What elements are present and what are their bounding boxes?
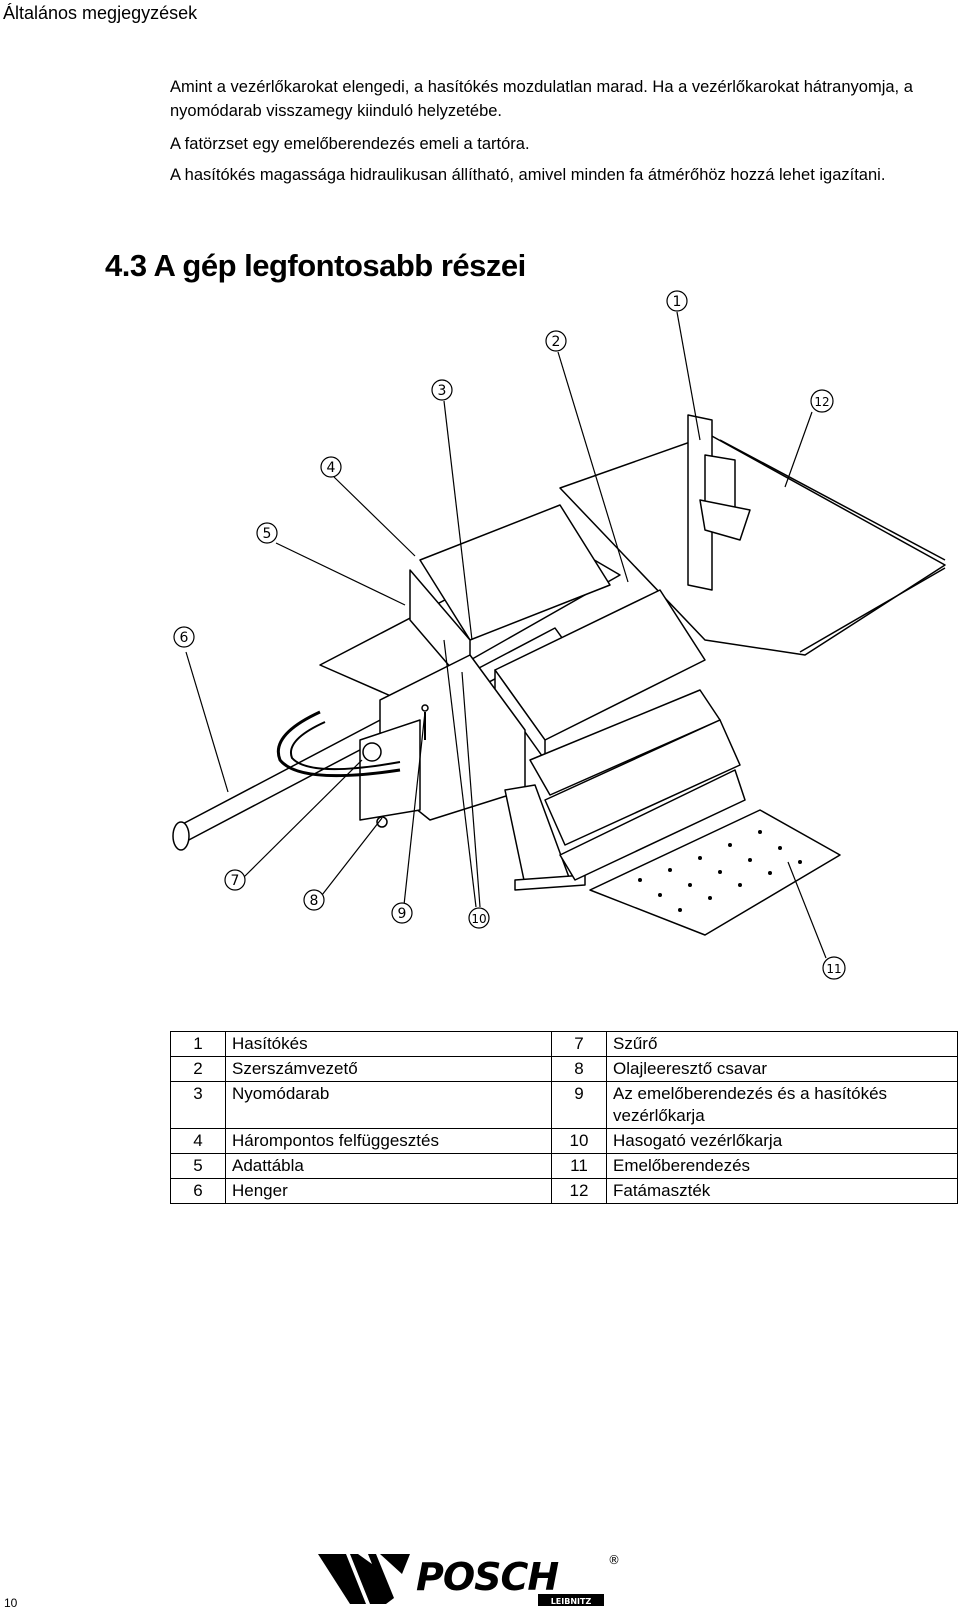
- table-row: 4 Hárompontos felfüggesztés 10 Hasogató …: [170, 1128, 958, 1154]
- leader-10a: [443, 639, 477, 908]
- leader-7: [243, 759, 363, 878]
- leader-6: [185, 651, 229, 793]
- paragraph-lifting: A fatörzset egy emelőberendezés emeli a …: [170, 135, 530, 153]
- legend-label: Emelőberendezés: [606, 1153, 958, 1179]
- legend-number: 6: [170, 1178, 226, 1204]
- callout-8: 8: [310, 893, 319, 909]
- leader-12: [784, 411, 813, 488]
- callout-circle-8: [303, 889, 325, 911]
- leader-4: [333, 476, 416, 557]
- callout-7: 7: [231, 873, 240, 889]
- leader-9: [403, 711, 426, 906]
- callout-circle-9: [391, 902, 413, 924]
- legend-label: Hárompontos felfüggesztés: [225, 1128, 552, 1154]
- legend-number: 8: [551, 1056, 607, 1082]
- page-number: 10: [4, 1596, 18, 1610]
- logo-registered-mark: ®: [608, 1553, 620, 1567]
- legend-label: Nyomódarab: [225, 1081, 552, 1129]
- table-row: 2 Szerszámvezető 8 Olajleeresztő csavar: [170, 1056, 958, 1082]
- leader-11: [787, 861, 827, 959]
- leader-2: [557, 351, 629, 583]
- page-header: Általános megjegyzések: [3, 3, 198, 23]
- legend-label: Adattábla: [225, 1153, 552, 1179]
- callout-circle-6: [173, 626, 195, 648]
- legend-label: Hasogató vezérlőkarja: [606, 1128, 958, 1154]
- callout-circle-12: [810, 389, 834, 413]
- legend-number: 12: [551, 1178, 607, 1204]
- legend-label: Olajleeresztő csavar: [606, 1056, 958, 1082]
- legend-number: 2: [170, 1056, 226, 1082]
- logo-subtext: LEIBNITZ: [551, 1597, 592, 1606]
- legend-number: 11: [551, 1153, 607, 1179]
- parts-legend-table: 1 Hasítókés 7 Szűrő 2 Szerszámvezető 8 O…: [170, 1031, 958, 1204]
- leader-5: [275, 542, 406, 606]
- callout-9: 9: [398, 906, 407, 922]
- legend-label: Szűrő: [606, 1031, 958, 1057]
- legend-number: 7: [551, 1031, 607, 1057]
- legend-number: 4: [170, 1128, 226, 1154]
- callout-11: 11: [826, 962, 841, 976]
- logo-text: POSCH: [416, 1555, 558, 1599]
- leader-10b: [461, 671, 481, 908]
- callout-circle-3: [431, 379, 453, 401]
- conveyor-end: [172, 821, 190, 851]
- legend-number: 10: [551, 1128, 607, 1154]
- legend-number: 3: [170, 1081, 226, 1129]
- callout-4: 4: [327, 460, 336, 476]
- callout-circle-7: [224, 869, 246, 891]
- callout-circle-5: [256, 522, 278, 544]
- callout-circle-2: [545, 330, 567, 352]
- callout-5: 5: [263, 526, 272, 542]
- legend-number: 9: [551, 1081, 607, 1129]
- leader-8: [321, 817, 383, 896]
- lift-plate-3: [559, 769, 746, 881]
- lift-plate-2: [544, 719, 741, 846]
- section-title: 4.3 A gép legfontosabb részei: [105, 248, 526, 283]
- legend-label: Szerszámvezető: [225, 1056, 552, 1082]
- leader-1: [676, 311, 701, 441]
- legend-label: Hasítókés: [225, 1031, 552, 1057]
- callout-2: 2: [552, 334, 561, 350]
- paragraph-controls: Amint a vezérlőkarokat elengedi, a hasít…: [170, 78, 913, 120]
- legend-label: Henger: [225, 1178, 552, 1204]
- callout-circle-4: [320, 456, 342, 478]
- paragraph-height: A hasítókés magassága hidraulikusan állí…: [170, 166, 886, 184]
- table-row: 5 Adattábla 11 Emelőberendezés: [170, 1153, 958, 1179]
- table-row: 3 Nyomódarab 9 Az emelőberendezés és a h…: [170, 1081, 958, 1129]
- log-support-chute: [559, 434, 946, 656]
- callout-circle-10: [468, 907, 490, 929]
- legend-number: 1: [170, 1031, 226, 1057]
- callout-circle-11: [822, 956, 846, 980]
- callout-12: 12: [814, 395, 829, 409]
- callout-3: 3: [438, 383, 447, 399]
- leader-3: [443, 400, 473, 641]
- lift-deck: [589, 809, 841, 936]
- callout-circle-1: [666, 290, 688, 312]
- callout-6: 6: [180, 630, 189, 646]
- callout-1: 1: [673, 294, 682, 310]
- machine-diagram: 1 2 3 4 5 6 7 8 9 10 11 12: [172, 290, 946, 980]
- table-row: 1 Hasítókés 7 Szűrő: [170, 1031, 958, 1057]
- legend-number: 5: [170, 1153, 226, 1179]
- table-row: 6 Henger 12 Fatámaszték: [170, 1178, 958, 1204]
- callout-10: 10: [471, 912, 486, 926]
- posch-logo: POSCH ® LEIBNITZ: [318, 1553, 620, 1606]
- legend-label: Fatámaszték: [606, 1178, 958, 1204]
- legend-label: Az emelőberendezés és a hasítókés vezérl…: [606, 1081, 958, 1129]
